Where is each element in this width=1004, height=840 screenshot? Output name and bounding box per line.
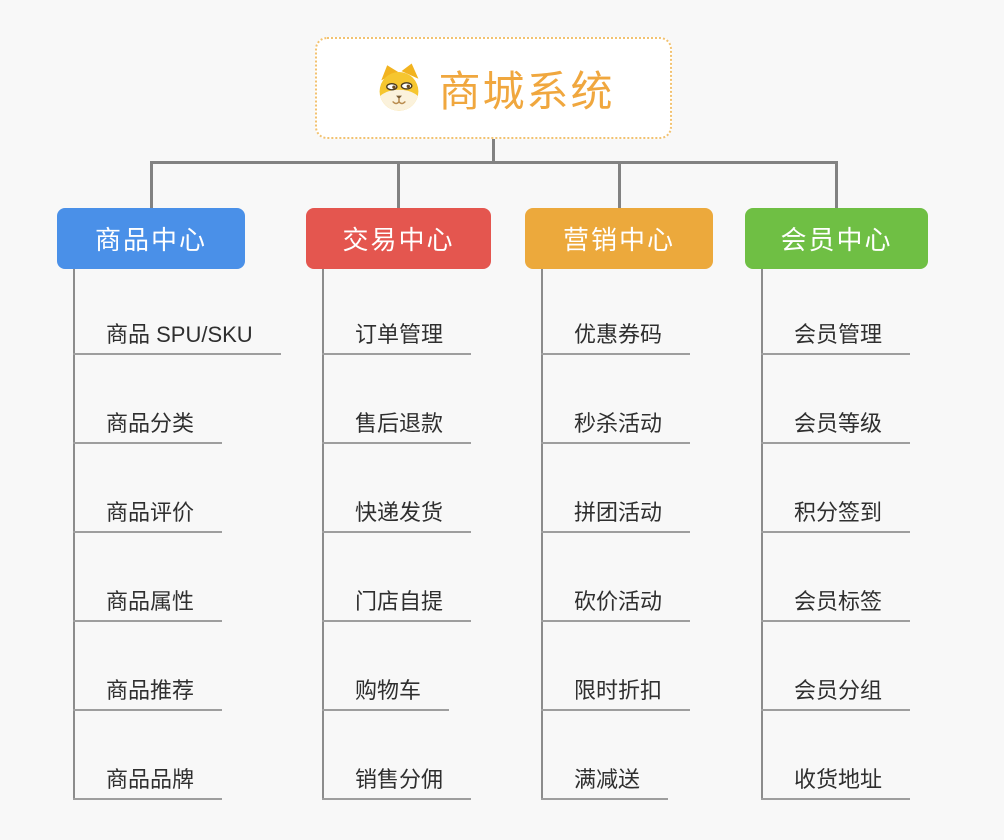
branch-label: 商品中心: [94, 225, 207, 255]
leaf-label: 会员等级: [794, 411, 883, 436]
branch-product-center: 商品中心 商品 SPU/SKU 商品分类商品评价商品属性商品推荐商品品牌: [57, 164, 281, 800]
leaf-label: 订单管理: [355, 322, 444, 347]
leaf-label: 满减送: [574, 767, 641, 792]
leaf-topic[interactable]: 商品评价: [73, 495, 223, 533]
leaf-label: 会员管理: [794, 322, 883, 347]
leaf-label: 收货地址: [794, 767, 883, 792]
connector-drop-line: [617, 164, 621, 208]
leaf-label: 拼团活动: [574, 500, 663, 525]
connector-drop-line: [397, 164, 400, 208]
leaf-label: 优惠券码: [574, 322, 663, 347]
leaf-list: 会员管理会员等级积分签到会员标签会员分组收货地址: [761, 317, 911, 840]
leaf-topic[interactable]: 秒杀活动: [541, 406, 691, 444]
leaf-label: 砍价活动: [574, 589, 663, 614]
leaf-label: 商品属性: [106, 589, 195, 614]
connector-trunk-line: [541, 269, 543, 800]
leaf-list: 商品 SPU/SKU 商品分类商品评价商品属性商品推荐商品品牌: [73, 317, 281, 840]
leaf-topic[interactable]: 商品分类: [73, 406, 223, 444]
leaf-label: 售后退款: [355, 411, 444, 436]
branch-member-center: 会员中心 会员管理会员等级积分签到会员标签会员分组收货地址: [745, 164, 928, 800]
leaf-topic[interactable]: 销售分佣: [322, 762, 472, 800]
leaf-topic[interactable]: 购物车: [322, 673, 450, 711]
leaf-label: 快递发货: [355, 500, 444, 525]
leaf-topic[interactable]: 拼团活动: [541, 495, 691, 533]
leaf-topic[interactable]: 订单管理: [322, 317, 472, 355]
leaf-topic[interactable]: 收货地址: [761, 762, 911, 800]
leaf-label: 商品 SPU/SKU: [106, 322, 253, 347]
leaf-list: 优惠券码秒杀活动拼团活动砍价活动限时折扣满减送: [541, 317, 691, 840]
connector-trunk-line: [73, 269, 75, 800]
branch-trade-center: 交易中心 订单管理售后退款快递发货门店自提购物车销售分佣: [306, 164, 491, 800]
leaf-label: 商品评价: [106, 500, 195, 525]
leaf-topic[interactable]: 砍价活动: [541, 584, 691, 622]
leaf-label: 商品品牌: [106, 767, 195, 792]
connector-root-stub: [492, 139, 495, 161]
root-topic-label: 商城系统: [438, 67, 615, 115]
leaf-topic[interactable]: 优惠券码: [541, 317, 691, 355]
leaf-topic[interactable]: 限时折扣: [541, 673, 691, 711]
leaf-label: 秒杀活动: [574, 411, 663, 436]
connector-drop-line: [835, 164, 838, 208]
leaf-list: 订单管理售后退款快递发货门店自提购物车销售分佣: [322, 317, 472, 840]
leaf-topic[interactable]: 商品 SPU/SKU: [73, 317, 281, 355]
branch-header-member-center[interactable]: 会员中心: [745, 208, 928, 269]
branch-label: 交易中心: [342, 225, 455, 255]
leaf-label: 积分签到: [794, 500, 883, 525]
leaf-topic[interactable]: 售后退款: [322, 406, 472, 444]
branch-header-trade-center[interactable]: 交易中心: [306, 208, 491, 269]
leaf-topic[interactable]: 商品属性: [73, 584, 223, 622]
leaf-label: 会员标签: [794, 589, 883, 614]
leaf-label: 限时折扣: [574, 678, 663, 703]
branch-header-product-center[interactable]: 商品中心: [57, 208, 245, 269]
leaf-topic[interactable]: 会员分组: [761, 673, 911, 711]
leaf-label: 购物车: [355, 678, 422, 703]
leaf-topic[interactable]: 快递发货: [322, 495, 472, 533]
branch-marketing-center: 营销中心 优惠券码秒杀活动拼团活动砍价活动限时折扣满减送: [525, 164, 713, 800]
connector-trunk-line: [761, 269, 763, 800]
leaf-topic[interactable]: 商品推荐: [73, 673, 223, 711]
leaf-label: 销售分佣: [355, 767, 444, 792]
connector-bus-line: [150, 161, 838, 164]
leaf-topic[interactable]: 会员管理: [761, 317, 911, 355]
branch-label: 营销中心: [562, 225, 675, 255]
branch-header-marketing-center[interactable]: 营销中心: [525, 208, 713, 269]
dog-face-icon: [372, 61, 426, 115]
branch-label: 会员中心: [780, 225, 893, 255]
connector-trunk-line: [322, 269, 324, 800]
leaf-label: 会员分组: [794, 678, 883, 703]
leaf-topic[interactable]: 商品品牌: [73, 762, 223, 800]
leaf-label: 门店自提: [355, 589, 444, 614]
leaf-topic[interactable]: 满减送: [541, 762, 669, 800]
leaf-topic[interactable]: 会员标签: [761, 584, 911, 622]
leaf-label: 商品推荐: [106, 678, 195, 703]
leaf-topic[interactable]: 门店自提: [322, 584, 472, 622]
leaf-topic[interactable]: 会员等级: [761, 406, 911, 444]
leaf-label: 商品分类: [106, 411, 195, 436]
connector-drop-line: [149, 164, 153, 208]
root-topic[interactable]: 商城系统: [315, 37, 672, 139]
leaf-topic[interactable]: 积分签到: [761, 495, 911, 533]
